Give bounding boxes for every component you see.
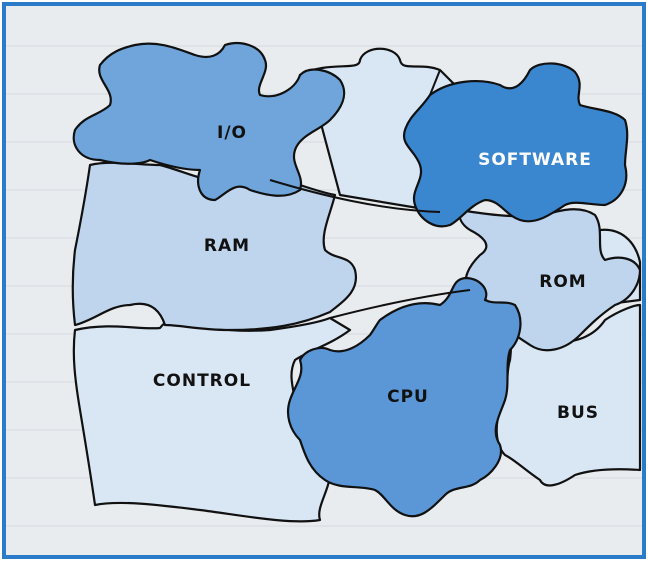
label-cpu: CPU (387, 387, 429, 407)
puzzle-piece-io (72, 42, 346, 202)
label-io: I/O (217, 123, 247, 143)
label-software: SOFTWARE (478, 150, 592, 170)
puzzle-seam-line (429, 69, 441, 96)
puzzle-piece-software (402, 62, 629, 228)
label-bus: BUS (557, 403, 599, 423)
label-rom: ROM (539, 272, 586, 292)
puzzle-seam-line (329, 289, 471, 319)
label-control: CONTROL (153, 371, 251, 391)
puzzle-piece-cpu (286, 276, 522, 518)
label-ram: RAM (204, 236, 250, 256)
puzzle-seam-line (269, 179, 441, 213)
